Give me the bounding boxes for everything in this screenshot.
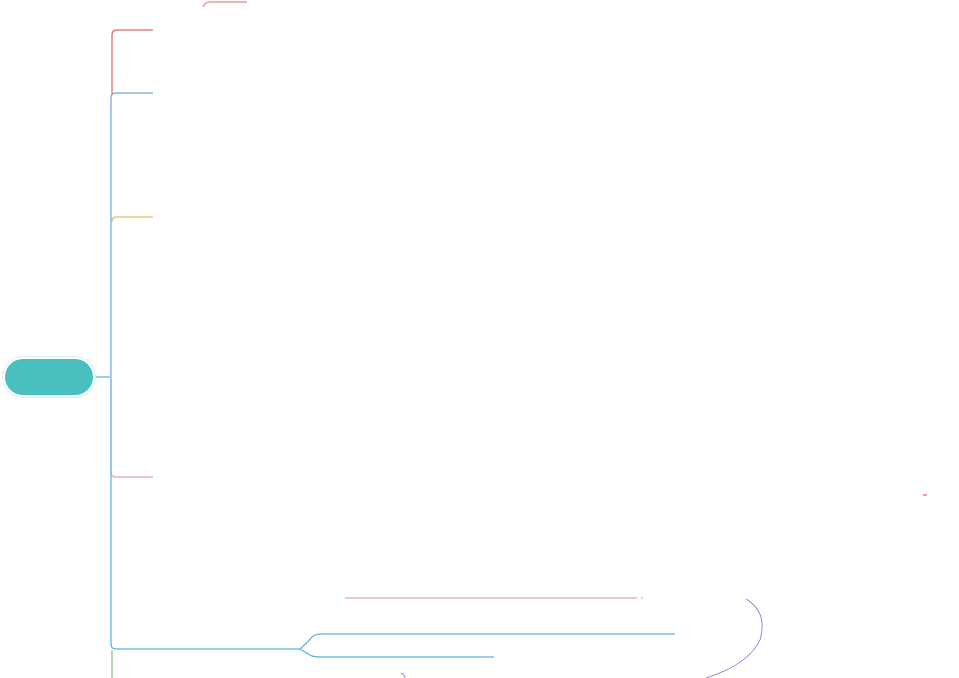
- branch-4-connector: [110, 380, 153, 478]
- sub-branch-2-connector: [299, 648, 494, 658]
- sub-branch-1-connector: [299, 633, 675, 650]
- summary-bracket: [705, 598, 763, 678]
- root-node[interactable]: [3, 357, 95, 397]
- branch-2-connector: [110, 92, 153, 377]
- branch-3-connector: [111, 216, 153, 223]
- branch-1-connector: [111, 29, 153, 95]
- top-fragment-connector: [202, 1, 247, 8]
- bottom-bracket-fragment: [400, 672, 406, 678]
- branch-5-connector: [110, 377, 300, 650]
